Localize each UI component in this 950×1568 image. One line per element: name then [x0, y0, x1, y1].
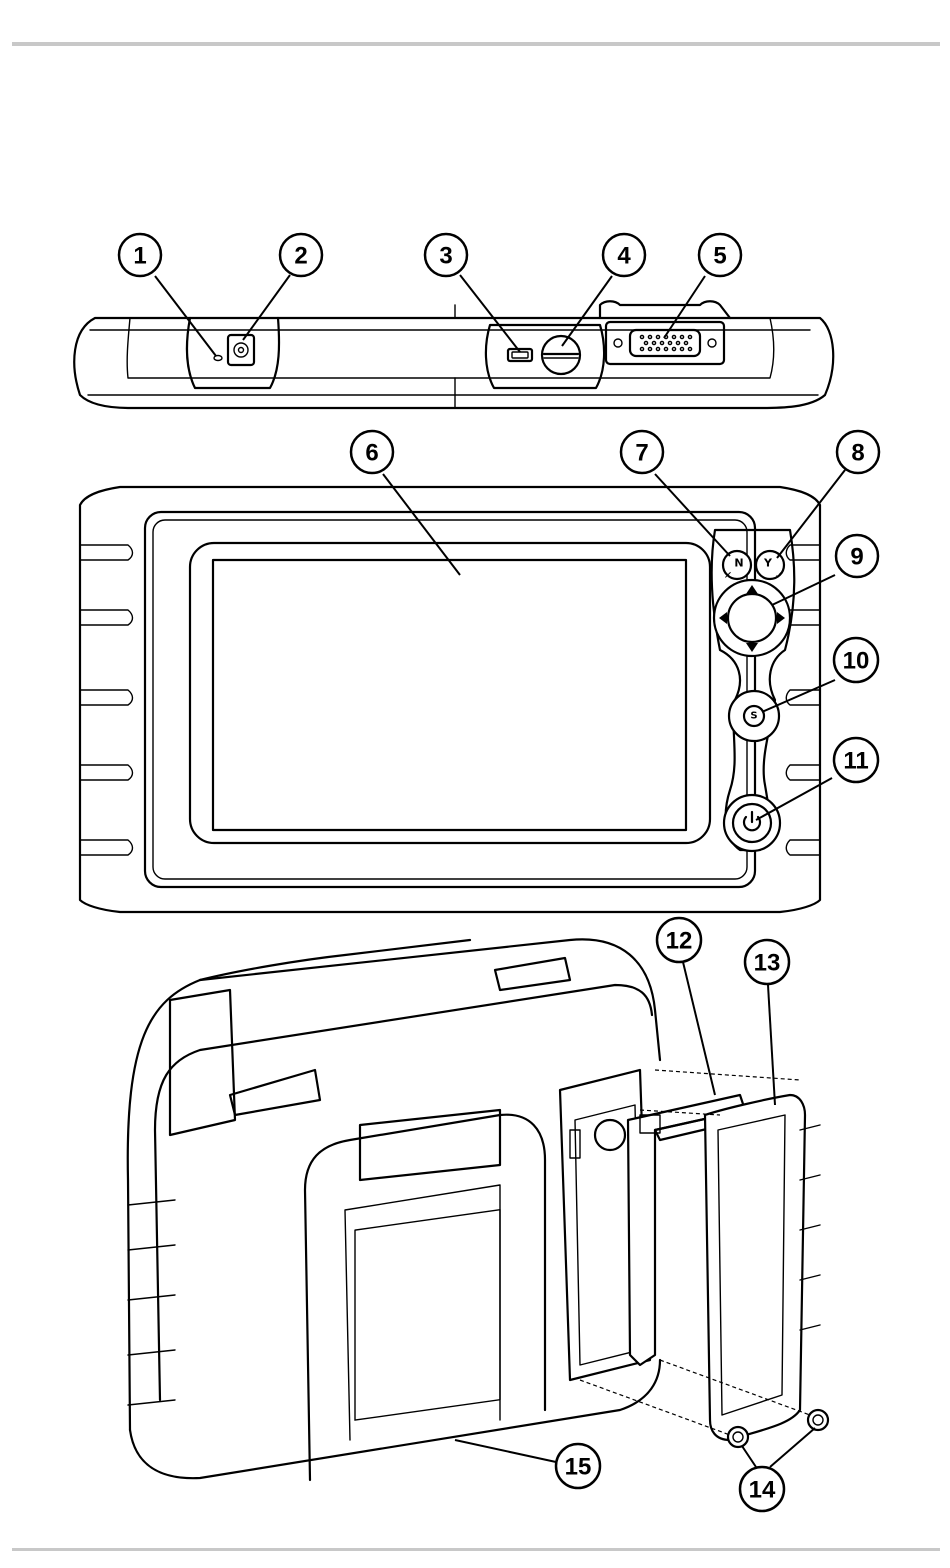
svg-text:7: 7: [635, 440, 648, 467]
shortcut-logo-icon: S: [750, 711, 757, 722]
bottom-rule: [12, 1548, 940, 1551]
svg-text:3: 3: [439, 243, 452, 270]
svg-text:9: 9: [850, 544, 863, 571]
callout-6: 6: [351, 431, 393, 473]
touchscreen-display: [213, 560, 686, 830]
svg-text:11: 11: [843, 748, 868, 775]
dc-power-jack: [228, 335, 254, 365]
screw-right: [808, 1410, 828, 1430]
check-icon: ✓: [775, 571, 783, 582]
shortcut-button[interactable]: S: [729, 691, 779, 741]
callout-14: 14: [740, 1467, 784, 1511]
svg-text:15: 15: [565, 1454, 592, 1481]
svg-text:12: 12: [666, 928, 693, 955]
device-front-view: N ✕ Y ✓ S: [80, 487, 820, 912]
device-top-view: [74, 301, 833, 408]
callout-1: 1: [119, 234, 161, 276]
battery-cover: [705, 1095, 820, 1440]
svg-text:14: 14: [749, 1477, 776, 1504]
callout-5: 5: [699, 234, 741, 276]
directional-pad[interactable]: [714, 580, 790, 656]
callout-13: 13: [745, 940, 789, 984]
svg-text:6: 6: [365, 440, 378, 467]
callout-9: 9: [836, 535, 878, 577]
callout-15: 15: [556, 1444, 600, 1488]
callout-8: 8: [837, 431, 879, 473]
x-icon: ✕: [724, 571, 732, 582]
svg-text:N: N: [734, 557, 743, 570]
callout-4: 4: [603, 234, 645, 276]
svg-text:10: 10: [843, 648, 870, 675]
callout-10: 10: [834, 638, 878, 682]
device-rear-view: [128, 939, 828, 1480]
svg-text:8: 8: [851, 440, 864, 467]
callout-11: 11: [834, 738, 878, 782]
svg-text:Y: Y: [763, 557, 773, 570]
svg-text:5: 5: [713, 243, 726, 270]
svg-text:4: 4: [617, 243, 631, 270]
svg-text:2: 2: [294, 243, 307, 270]
db15-connector: [606, 322, 724, 364]
svg-text:13: 13: [754, 950, 781, 977]
callout-2: 2: [280, 234, 322, 276]
callout-7: 7: [621, 431, 663, 473]
power-button[interactable]: [724, 795, 780, 851]
callout-12: 12: [657, 918, 701, 962]
screw-left: [728, 1427, 748, 1447]
callout-3: 3: [425, 234, 467, 276]
svg-text:1: 1: [133, 243, 146, 270]
